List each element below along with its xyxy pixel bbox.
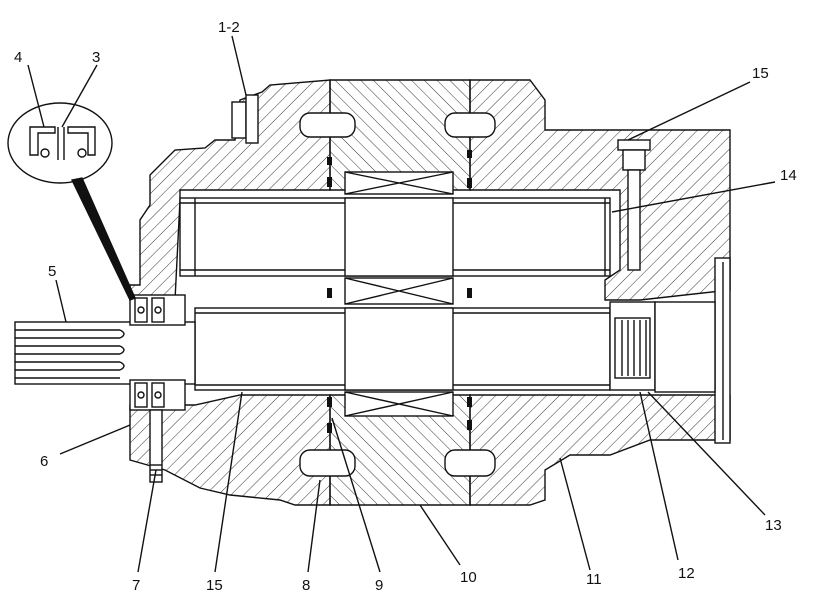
top-fitting bbox=[231, 94, 259, 144]
front-seal bbox=[129, 294, 186, 411]
callout-15-top: 15 bbox=[752, 65, 769, 82]
o-ring-seals bbox=[327, 150, 472, 433]
callout-6: 6 bbox=[40, 453, 48, 470]
bottom-screw bbox=[149, 409, 163, 483]
callout-3: 3 bbox=[92, 49, 100, 66]
callout-9: 9 bbox=[375, 577, 383, 594]
pump-housing bbox=[129, 79, 731, 506]
leader-lines bbox=[27, 35, 776, 573]
dowel-pins bbox=[299, 112, 496, 477]
seal-detail-bubble bbox=[7, 102, 136, 301]
callout-10: 10 bbox=[460, 569, 477, 586]
callout-13: 13 bbox=[765, 517, 782, 534]
callout-14: 14 bbox=[780, 167, 797, 184]
callout-4: 4 bbox=[14, 49, 22, 66]
rear-bearing bbox=[609, 301, 716, 393]
top-plug bbox=[617, 139, 651, 271]
callout-7: 7 bbox=[132, 577, 140, 594]
callout-15-bottom: 15 bbox=[206, 577, 223, 594]
drive-shaft bbox=[14, 307, 611, 417]
callout-8: 8 bbox=[302, 577, 310, 594]
callout-5: 5 bbox=[48, 263, 56, 280]
callout-1-2: 1-2 bbox=[218, 19, 240, 36]
callout-11: 11 bbox=[586, 571, 602, 588]
callout-12: 12 bbox=[678, 565, 695, 582]
upper-gear bbox=[344, 171, 454, 305]
callout-labels: 1-2 3 4 5 6 7 15 8 9 10 11 12 13 14 15 bbox=[14, 19, 797, 594]
